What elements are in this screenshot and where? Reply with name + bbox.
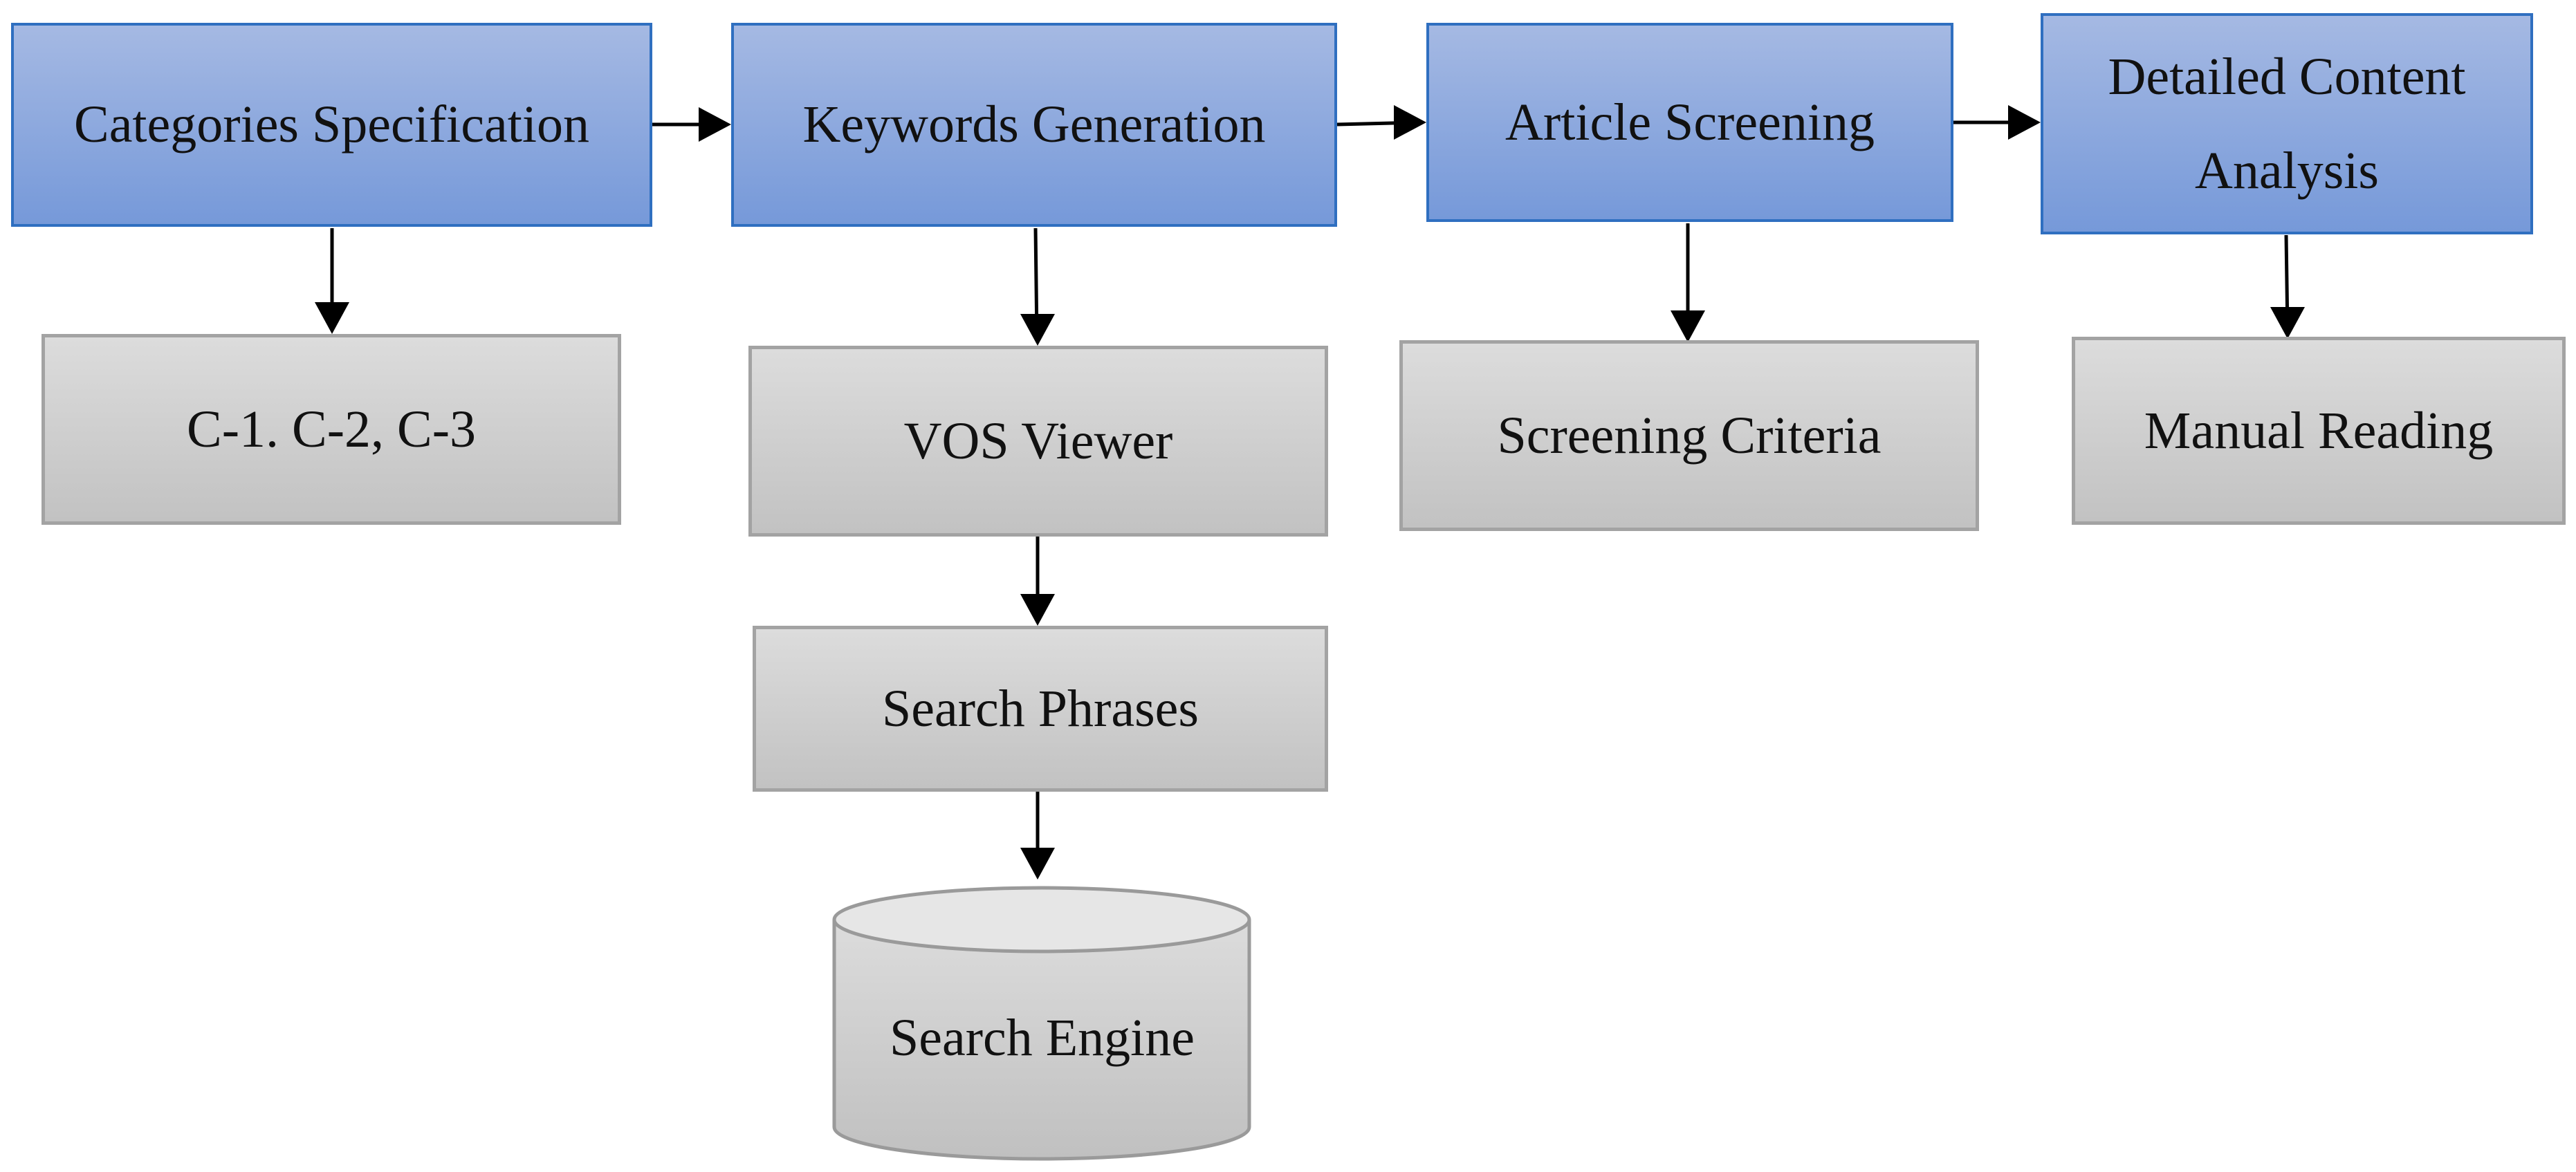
search-engine-label: Search Engine xyxy=(889,1008,1195,1067)
step-article-screening: Article Screening xyxy=(1426,23,1953,222)
arrowhead-h1 xyxy=(699,107,731,142)
step-categories-specification: Categories Specification xyxy=(11,23,652,227)
detail-label: Screening Criteria xyxy=(1497,406,1882,465)
arrowhead-v1 xyxy=(315,302,349,334)
detail-label: Search Phrases xyxy=(882,679,1199,738)
step-label: Keywords Generation xyxy=(802,95,1266,154)
step-label-line1: Detailed Content xyxy=(2108,48,2466,106)
detail-label: VOS Viewer xyxy=(903,411,1173,470)
detail-search-phrases: Search Phrases xyxy=(753,626,1328,792)
detail-manual-reading: Manual Reading xyxy=(2072,337,2566,525)
detail-screening-criteria: Screening Criteria xyxy=(1399,340,1979,531)
detail-categories: C-1. C-2, C-3 xyxy=(42,334,621,525)
arrowhead-h2 xyxy=(1394,105,1426,140)
arrowhead-v3 xyxy=(1020,594,1055,626)
detail-label: C-1. C-2, C-3 xyxy=(187,400,476,458)
step-label: Categories Specification xyxy=(74,95,589,154)
step-label: Article Screening xyxy=(1505,93,1875,151)
arrowhead-h3 xyxy=(2008,105,2041,140)
detail-vos-viewer: VOS Viewer xyxy=(748,346,1328,537)
step-label-line2: Analysis xyxy=(2195,142,2379,200)
search-engine-cylinder xyxy=(832,886,1251,1161)
arrowhead-v5 xyxy=(1671,310,1705,342)
arrowhead-v6 xyxy=(2270,307,2305,339)
step-detailed-content-analysis: Detailed Content Analysis xyxy=(2041,13,2533,234)
arrowhead-v4 xyxy=(1020,848,1055,880)
arrowhead-v2 xyxy=(1020,314,1055,346)
detail-label: Manual Reading xyxy=(2144,401,2494,460)
step-keywords-generation: Keywords Generation xyxy=(731,23,1337,227)
